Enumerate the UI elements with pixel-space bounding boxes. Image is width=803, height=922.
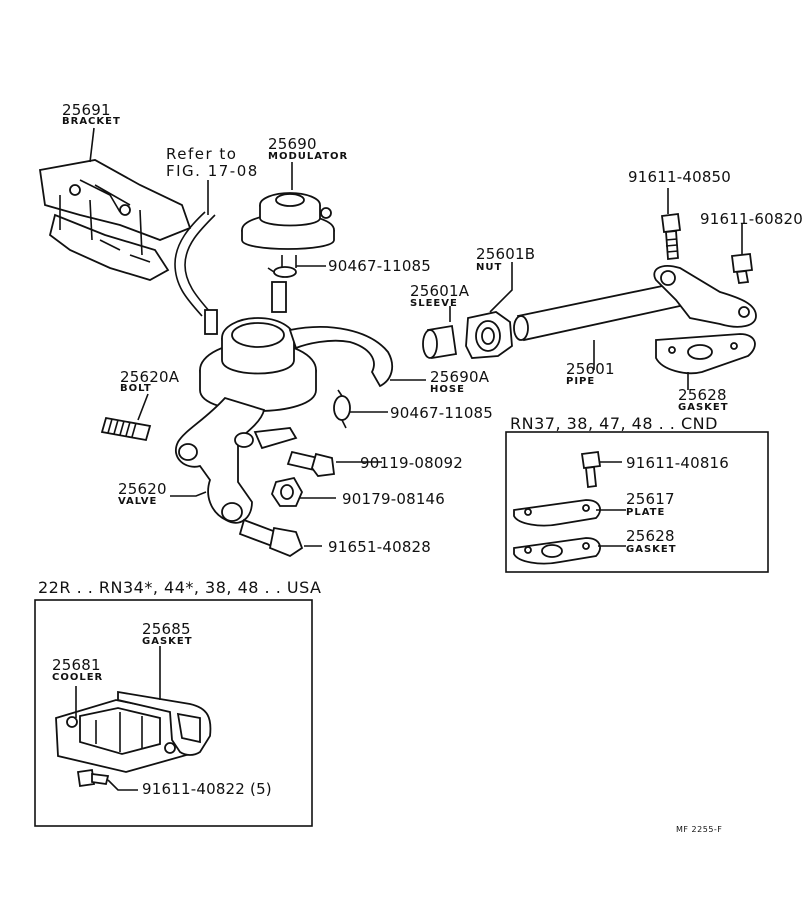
modulator-drawing xyxy=(241,192,335,268)
valve-name: VALVE xyxy=(118,496,158,507)
usa-box-title: 22R . . RN34*, 44*, 38, 48 . . USA xyxy=(38,578,322,597)
union-nut-drawing xyxy=(271,476,304,507)
refer-line1: Refer to xyxy=(166,145,238,163)
valve-number: 25620 xyxy=(118,480,167,498)
hose-name: HOSE xyxy=(430,384,465,395)
refer-line2: FIG. 17-08 xyxy=(166,162,259,180)
bolt-91611-60820-drawing xyxy=(730,253,754,284)
cooler-drawing xyxy=(55,699,191,773)
diagram-code: MF 2255-F xyxy=(676,825,723,834)
vacuum-hose-drawing xyxy=(174,211,218,335)
bracket-name: BRACKET xyxy=(62,116,121,127)
gasket-cnd-drawing xyxy=(513,537,601,565)
cnd-box-frame xyxy=(505,431,769,573)
cnd-box-title: RN37, 38, 47, 48 . . CND xyxy=(510,414,718,433)
sleeve-drawing xyxy=(422,324,458,360)
plug-bolt-drawing xyxy=(286,450,336,477)
leader-lines xyxy=(75,127,743,791)
gasket-top-number: 25628 xyxy=(678,386,727,404)
bolt-top2-number: 91611-60820 xyxy=(700,210,803,228)
bolt-91611-40822-drawing xyxy=(76,768,110,788)
bolt-top1-number: 91611-40850 xyxy=(628,168,732,186)
modulator-number: 25690 xyxy=(268,135,317,153)
plate-drawing xyxy=(513,499,601,527)
pipe-name: PIPE xyxy=(566,376,596,387)
modulator-name: MODULATOR xyxy=(268,151,349,162)
cnd-plate-number: 25617 xyxy=(626,490,675,508)
bolt-number: 25620A xyxy=(120,368,180,386)
nut-number: 25601B xyxy=(476,245,536,263)
union-number: 90179-08146 xyxy=(342,490,446,508)
clamp-top-drawing xyxy=(267,266,297,313)
sleeve-name: SLEEVE xyxy=(410,298,458,309)
plug-number: 90119-08092 xyxy=(360,454,464,472)
usa-cooler-number: 25681 xyxy=(52,656,101,674)
bolt-name: BOLT xyxy=(120,383,152,394)
bracket-number: 25691 xyxy=(62,101,111,119)
gasket-top-drawing xyxy=(655,333,756,375)
usa-box-frame xyxy=(34,599,313,827)
gasket-top-name: GASKET xyxy=(678,402,729,413)
usa-bolt-number: 91611-40822 (5) xyxy=(142,780,272,798)
cnd-plate-name: PLATE xyxy=(626,507,666,518)
pipe-drawing xyxy=(513,265,757,342)
gasket-usa-drawing xyxy=(117,690,212,756)
cnd-bolt-number: 91611-40816 xyxy=(626,454,730,472)
nut-drawing xyxy=(465,311,513,359)
bolt-91611-40850-drawing xyxy=(660,212,682,260)
usa-gasket-number: 25685 xyxy=(142,620,191,638)
usa-gasket-name: GASKET xyxy=(142,636,193,647)
bolt-valve-number: 91651-40828 xyxy=(328,538,432,556)
clamp-top-number: 90467-11085 xyxy=(328,257,432,275)
hose-number: 25690A xyxy=(430,368,490,386)
bolt-91611-40816-drawing xyxy=(580,450,602,489)
nut-name: NUT xyxy=(476,262,503,273)
bracket-drawing xyxy=(38,159,192,281)
pipe-number: 25601 xyxy=(566,360,615,378)
egr-valve-drawing xyxy=(175,317,394,524)
cnd-gasket-number: 25628 xyxy=(626,527,675,545)
stud-bolt-drawing xyxy=(100,416,152,442)
cnd-gasket-name: GASKET xyxy=(626,544,677,555)
sleeve-number: 25601A xyxy=(410,282,470,300)
clamp-mid-number: 90467-11085 xyxy=(390,404,494,422)
usa-cooler-name: COOLER xyxy=(52,672,104,683)
union-bolt-drawing xyxy=(238,518,304,558)
clamp-mid-drawing xyxy=(333,389,351,429)
